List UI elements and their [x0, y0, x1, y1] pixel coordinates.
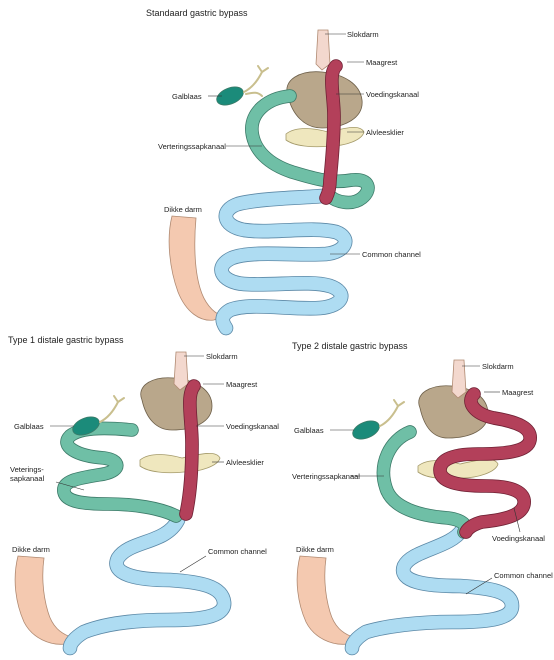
type1-alimentary-limb	[186, 386, 194, 514]
panel-type2: Type 2 distale gastric bypass Slokdarm M…	[292, 341, 553, 648]
type1-label-common-channel: Common channel	[208, 547, 267, 556]
standard-label-verteringssapkanaal: Verteringssapkanaal	[158, 142, 226, 151]
type1-esophagus	[174, 352, 188, 390]
panel-type1-title: Type 1 distale gastric bypass	[8, 335, 124, 345]
standard-stomach-remnant	[287, 72, 362, 128]
type2-colon	[297, 556, 356, 644]
standard-label-alvleesklier: Alvleesklier	[366, 128, 404, 137]
type1-bile-duct	[100, 396, 124, 422]
type1-label-voedingskanaal: Voedingskanaal	[226, 422, 279, 431]
type2-bile-duct	[380, 400, 404, 426]
type1-label-dikke-darm: Dikke darm	[12, 545, 50, 554]
type1-label-verteringssapkanaal-2: sapkanaal	[10, 474, 45, 483]
type1-colon	[15, 556, 74, 644]
type1-common-channel	[70, 520, 224, 648]
type2-label-common-channel: Common channel	[494, 571, 553, 580]
type2-common-channel	[352, 530, 512, 648]
standard-bile-duct	[244, 66, 268, 96]
panel-standard: Standaard gastric bypass Slokdarm Maagre…	[146, 8, 421, 328]
standard-label-common-channel: Common channel	[362, 250, 421, 259]
standard-label-dikke-darm: Dikke darm	[164, 205, 202, 214]
type2-label-slokdarm: Slokdarm	[482, 362, 514, 371]
standard-pancreas	[286, 127, 364, 146]
type2-label-voedingskanaal: Voedingskanaal	[492, 534, 545, 543]
type2-label-verteringssapkanaal: Verteringssapkanaal	[292, 472, 360, 481]
standard-esophagus	[316, 30, 330, 70]
standard-label-galblaas: Galblaas	[172, 92, 202, 101]
type2-label-maagrest: Maagrest	[502, 388, 534, 397]
type1-label-alvleesklier: Alvleesklier	[226, 458, 264, 467]
standard-label-slokdarm: Slokdarm	[347, 30, 379, 39]
panel-type2-title: Type 2 distale gastric bypass	[292, 341, 408, 351]
panel-type1: Type 1 distale gastric bypass Slokdarm M…	[8, 335, 279, 648]
type1-label-galblaas: Galblaas	[14, 422, 44, 431]
type1-label-maagrest: Maagrest	[226, 380, 258, 389]
type1-label-slokdarm: Slokdarm	[206, 352, 238, 361]
type1-label-verteringssapkanaal-1: Veterings-	[10, 465, 44, 474]
type2-label-galblaas: Galblaas	[294, 426, 324, 435]
type1-pancreas	[140, 453, 220, 472]
standard-label-maagrest: Maagrest	[366, 58, 398, 67]
standard-colon	[169, 216, 222, 320]
standard-label-voedingskanaal: Voedingskanaal	[366, 90, 419, 99]
standard-common-channel	[222, 196, 346, 328]
panel-standard-title: Standaard gastric bypass	[146, 8, 248, 18]
type2-label-dikke-darm: Dikke darm	[296, 545, 334, 554]
type2-gallbladder	[350, 417, 382, 442]
